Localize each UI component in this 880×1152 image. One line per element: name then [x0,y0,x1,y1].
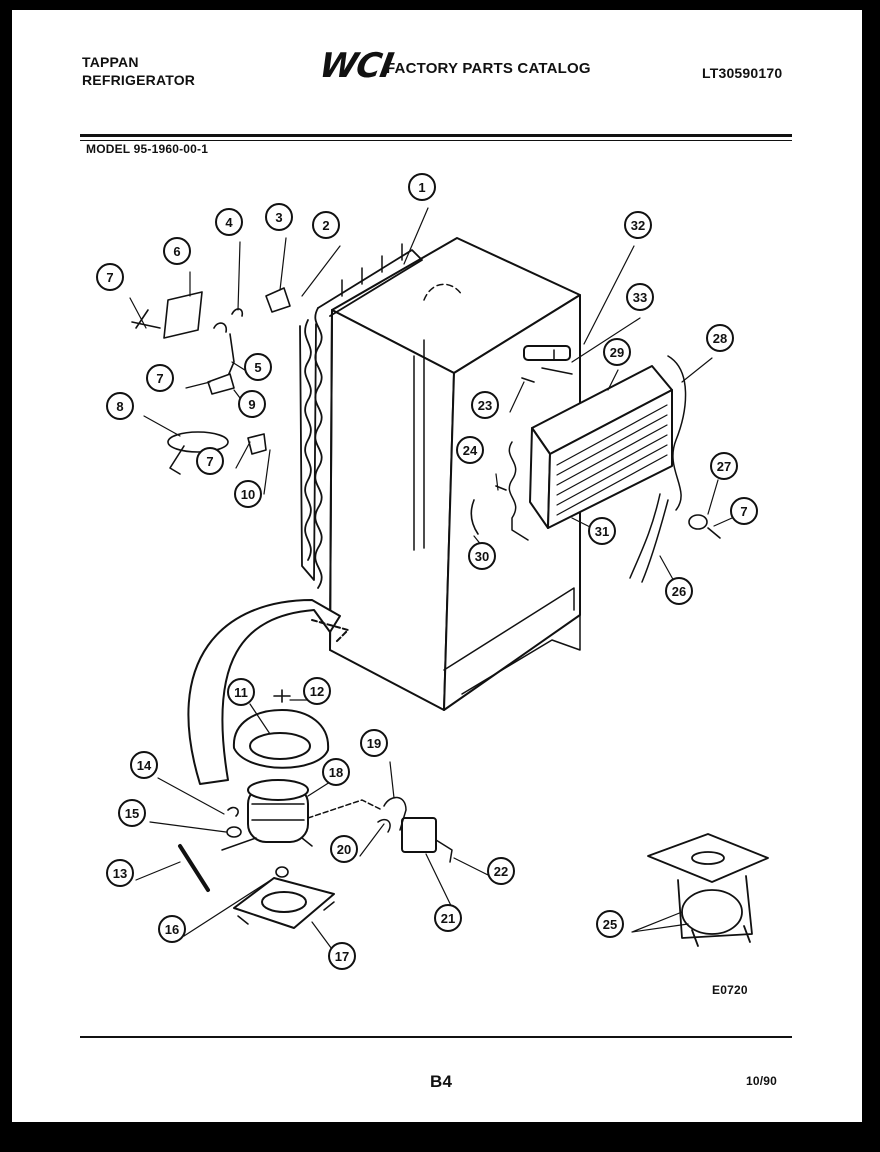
compressor-base [233,877,335,929]
callout-29: 29 [603,338,631,366]
callout-26: 26 [665,577,693,605]
refrigerator-cabinet [329,237,581,711]
catalog-page: TAPPAN REFRIGERATOR WCI FACTORY PARTS CA… [12,10,862,1122]
callout-3: 3 [265,203,293,231]
callout-21: 21 [434,904,462,932]
callout-19: 19 [360,729,388,757]
flow-arrow [187,599,349,785]
callout-20: 20 [330,835,358,863]
callout-25: 25 [596,910,624,938]
brand-line-1: TAPPAN [82,54,139,70]
catalog-title: FACTORY PARTS CATALOG [386,60,591,77]
callout-27: 27 [710,452,738,480]
callout-6: 6 [163,237,191,265]
callout-18: 18 [322,758,350,786]
evaporator-coil [508,345,687,583]
callout-30: 30 [468,542,496,570]
footer-rule [80,1036,792,1038]
callout-13: 13 [106,859,134,887]
drain-pan [232,709,330,769]
relay-overload [377,796,453,863]
model-number: MODEL 95-1960-00-1 [86,142,209,156]
callout-10: 10 [234,480,262,508]
callout-2: 2 [312,211,340,239]
callout-1: 1 [408,173,436,201]
small-parts-left [131,287,291,892]
brand-line-2: REFRIGERATOR [82,72,196,88]
callout-9: 9 [238,390,266,418]
callout-7d: 7 [730,497,758,525]
callout-23: 23 [471,391,499,419]
header-rule-thick [80,134,792,137]
callout-28: 28 [706,324,734,352]
fan-motor-mount [647,833,769,947]
callout-31: 31 [588,517,616,545]
callout-5: 5 [244,353,272,381]
exploded-parts-diagram [129,207,769,961]
callout-17: 17 [328,942,356,970]
callout-32: 32 [624,211,652,239]
callout-33: 33 [626,283,654,311]
compressor [221,779,383,851]
callout-24: 24 [456,436,484,464]
callout-4: 4 [215,208,243,236]
callout-16: 16 [158,915,186,943]
callout-12: 12 [303,677,331,705]
callout-7a: 7 [96,263,124,291]
callout-22: 22 [487,857,515,885]
catalog-code: LT30590170 [702,65,783,81]
callout-14: 14 [130,751,158,779]
header-rule-thin [80,140,792,141]
callout-7b: 7 [146,364,174,392]
catalog-date: 10/90 [746,1074,778,1088]
callout-7c: 7 [196,447,224,475]
figure-code: E0720 [712,983,748,997]
callout-8: 8 [106,392,134,420]
callout-15: 15 [118,799,146,827]
callout-11: 11 [227,678,255,706]
page-number: B4 [430,1072,453,1091]
condenser-coil [299,243,423,589]
